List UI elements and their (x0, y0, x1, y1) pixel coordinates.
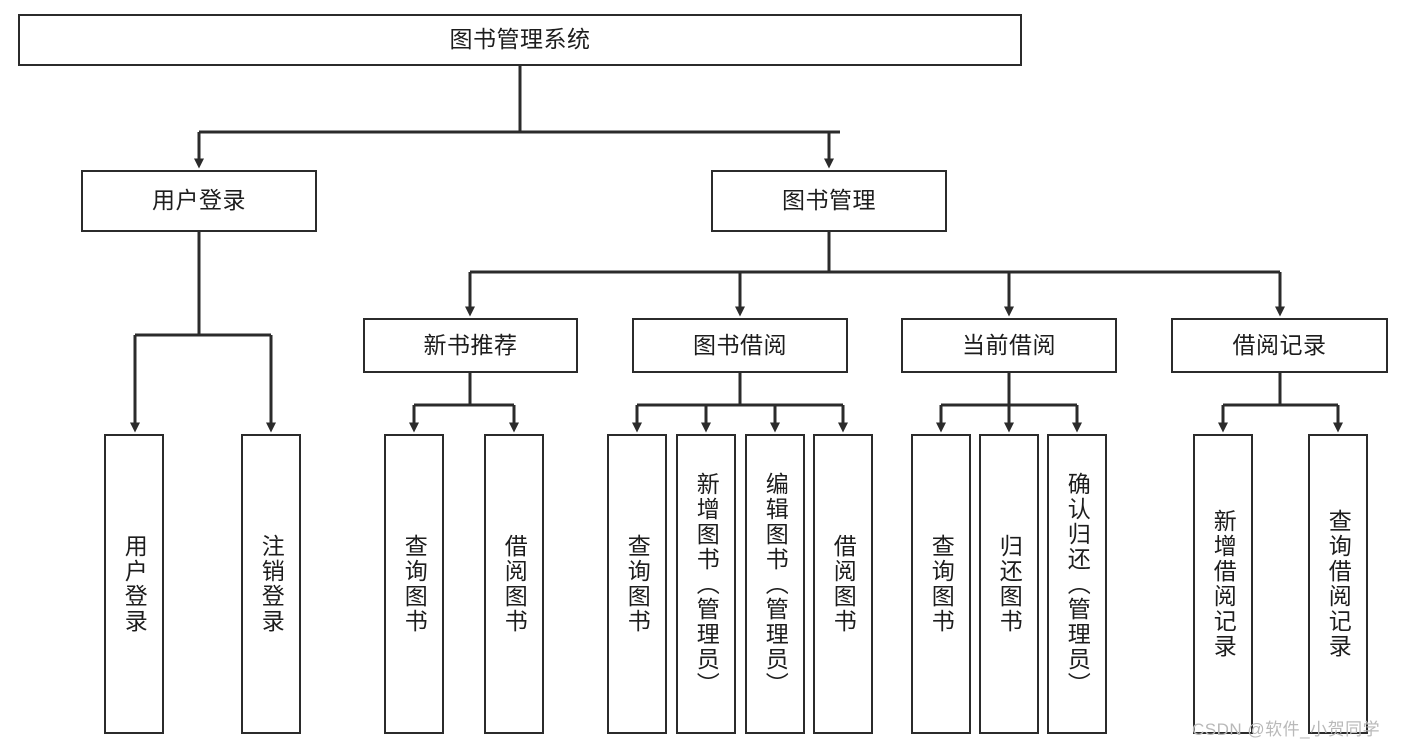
node-leaf-add-record[interactable]: 新增借阅记录 (1193, 434, 1253, 734)
node-leaf-query-book-2[interactable]: 查询图书 (607, 434, 667, 734)
node-leaf-borrow-book-1[interactable]: 借阅图书 (484, 434, 544, 734)
node-leaf-confirm-return-label: 确认归还（管理员） (1064, 471, 1091, 697)
node-leaf-return-book-label: 归还图书 (996, 534, 1023, 634)
node-leaf-add-book-label: 新增图书（管理员） (693, 471, 720, 697)
node-book-manage-label: 图书管理 (782, 187, 876, 214)
node-leaf-query-book-1[interactable]: 查询图书 (384, 434, 444, 734)
node-leaf-add-book[interactable]: 新增图书（管理员） (676, 434, 736, 734)
node-new-book-recommend-label: 新书推荐 (423, 331, 518, 358)
node-leaf-query-record[interactable]: 查询借阅记录 (1308, 434, 1368, 734)
node-book-borrow-label: 图书借阅 (693, 331, 787, 358)
node-root-label: 图书管理系统 (449, 26, 591, 53)
node-leaf-borrow-book-2[interactable]: 借阅图书 (813, 434, 873, 734)
node-leaf-query-book-3-label: 查询图书 (928, 534, 955, 634)
node-book-borrow[interactable]: 图书借阅 (632, 318, 848, 373)
node-leaf-edit-book[interactable]: 编辑图书（管理员） (745, 434, 805, 734)
node-book-manage[interactable]: 图书管理 (711, 170, 947, 232)
node-root[interactable]: 图书管理系统 (18, 14, 1022, 66)
node-leaf-query-book-1-label: 查询图书 (401, 534, 428, 634)
node-leaf-borrow-book-2-label: 借阅图书 (830, 534, 857, 634)
node-leaf-query-book-3[interactable]: 查询图书 (911, 434, 971, 734)
node-user-login[interactable]: 用户登录 (81, 170, 317, 232)
node-leaf-add-record-label: 新增借阅记录 (1210, 509, 1237, 659)
node-leaf-logout[interactable]: 注销登录 (241, 434, 301, 734)
node-user-login-label: 用户登录 (152, 187, 246, 214)
node-current-borrow-label: 当前借阅 (962, 331, 1056, 358)
node-borrow-record[interactable]: 借阅记录 (1171, 318, 1388, 373)
node-borrow-record-label: 借阅记录 (1232, 331, 1327, 358)
node-leaf-edit-book-label: 编辑图书（管理员） (762, 471, 789, 697)
node-current-borrow[interactable]: 当前借阅 (901, 318, 1117, 373)
node-leaf-logout-label: 注销登录 (258, 534, 285, 634)
node-new-book-recommend[interactable]: 新书推荐 (363, 318, 578, 373)
node-leaf-user-login[interactable]: 用户登录 (104, 434, 164, 734)
node-leaf-query-book-2-label: 查询图书 (624, 534, 651, 634)
node-leaf-return-book[interactable]: 归还图书 (979, 434, 1039, 734)
node-leaf-query-record-label: 查询借阅记录 (1325, 509, 1352, 659)
node-leaf-borrow-book-1-label: 借阅图书 (501, 534, 528, 634)
node-leaf-confirm-return[interactable]: 确认归还（管理员） (1047, 434, 1107, 734)
node-leaf-user-login-label: 用户登录 (121, 534, 148, 634)
